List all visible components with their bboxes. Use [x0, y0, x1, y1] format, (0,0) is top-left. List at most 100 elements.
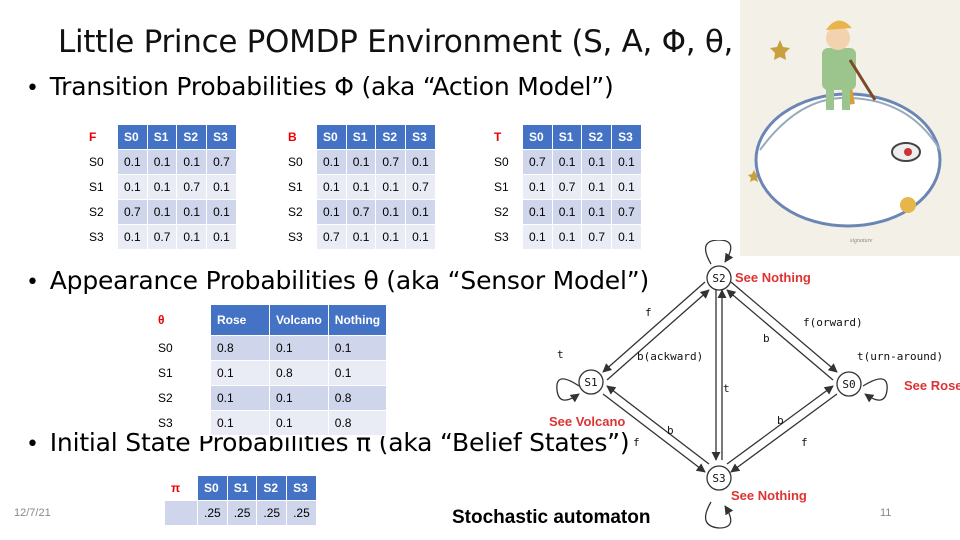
cell: 0.8 — [327, 385, 388, 411]
col-header: S1 — [551, 124, 583, 150]
cell: 0.7 — [146, 224, 178, 250]
cell: 0.1 — [269, 410, 329, 436]
footer-date: 12/7/21 — [14, 507, 51, 519]
cell: 0.1 — [345, 149, 377, 175]
cell: 0.1 — [551, 224, 583, 250]
bullet-dot: • — [26, 432, 39, 457]
table-row: S3 0.7 0.1 0.1 0.1 — [281, 224, 436, 250]
cell: 0.7 — [375, 149, 407, 175]
slide-title: Little Prince POMDP Environment (S, A, Φ… — [58, 24, 773, 60]
cell: 0.1 — [611, 149, 642, 175]
row-label: S3 — [151, 410, 211, 436]
edge-label: t(urn-around) — [857, 350, 943, 363]
col-header: S3 — [206, 124, 237, 150]
col-header: S2 — [375, 124, 407, 150]
col-header: S1 — [345, 124, 377, 150]
row-label: S0 — [151, 335, 211, 361]
table-row: S1 0.1 0.8 0.1 — [151, 360, 388, 386]
cell: 0.1 — [581, 149, 613, 175]
col-header: Nothing — [327, 304, 388, 336]
cell: 0.7 — [405, 174, 436, 200]
cell: 0.1 — [146, 199, 178, 225]
table-corner-label: B — [281, 124, 317, 150]
col-header: S3 — [611, 124, 642, 150]
cell: 0.1 — [206, 224, 237, 250]
edge-label: f(orward) — [803, 316, 863, 329]
table-row: S1 0.1 0.7 0.1 0.1 — [487, 174, 642, 200]
cell: 0.1 — [210, 360, 270, 386]
bullet-transition: • Transition Probabilities Φ (aka “Actio… — [26, 72, 614, 101]
observation-label-s3: See Nothing — [731, 488, 807, 503]
row-label: S1 — [487, 174, 523, 200]
cell: 0.8 — [327, 410, 388, 436]
prince-figure — [822, 20, 877, 110]
edge-label: f — [633, 436, 640, 449]
cell: 0.7 — [581, 224, 613, 250]
cell: 0.7 — [316, 224, 347, 250]
edge-label: t — [723, 382, 730, 395]
table-row: S2 0.1 0.1 0.8 — [151, 385, 388, 411]
svg-text:signature: signature — [850, 238, 873, 244]
cell: 0.1 — [316, 174, 347, 200]
state-label-s0: S0 — [842, 378, 855, 391]
cell: 0.1 — [327, 360, 388, 386]
cell: 0.7 — [206, 149, 237, 175]
table-row: S3 0.1 0.1 0.7 0.1 — [487, 224, 642, 250]
cell: 0.1 — [611, 174, 642, 200]
state-s0 — [836, 371, 862, 397]
edge-label: b — [763, 332, 770, 345]
col-header: S0 — [522, 124, 553, 150]
cell: 0.1 — [405, 199, 436, 225]
cell: .25 — [286, 500, 317, 526]
col-header: S3 — [286, 475, 317, 501]
edge-label: b — [777, 414, 784, 427]
cell: .25 — [226, 500, 258, 526]
cell: 0.1 — [327, 335, 388, 361]
cell: 0.1 — [316, 199, 347, 225]
sun — [900, 197, 916, 213]
row-label — [164, 500, 198, 526]
row-label: S0 — [281, 149, 317, 175]
bullet-dot: • — [26, 270, 39, 295]
col-header: S3 — [405, 124, 436, 150]
cell: 0.1 — [551, 149, 583, 175]
row-label: S1 — [281, 174, 317, 200]
stars — [748, 40, 790, 182]
row-label: S0 — [487, 149, 523, 175]
cell: 0.1 — [345, 174, 377, 200]
col-header: Rose — [210, 304, 270, 336]
table-corner-label: π — [164, 475, 198, 501]
table-row: S1 0.1 0.1 0.1 0.7 — [281, 174, 436, 200]
cell: 0.1 — [176, 199, 208, 225]
state-label-s1: S1 — [584, 376, 597, 389]
observation-label-s2: See Nothing — [735, 270, 811, 285]
row-label: S3 — [281, 224, 317, 250]
state-s1 — [578, 369, 604, 395]
cell: 0.1 — [210, 410, 270, 436]
cell: 0.1 — [146, 149, 178, 175]
cell: 0.1 — [210, 385, 270, 411]
row-label: S2 — [82, 199, 118, 225]
cell: 0.1 — [551, 199, 583, 225]
bullet-appearance: • Appearance Probabilities θ (aka “Senso… — [26, 266, 649, 295]
cell: .25 — [256, 500, 288, 526]
table-initial-belief: π S0 S1 S2 S3 .25 .25 .25 .25 — [164, 475, 317, 526]
little-prince-illustration: signature — [740, 0, 960, 256]
table-row: S2 0.7 0.1 0.1 0.1 — [82, 199, 237, 225]
cell: 0.7 — [117, 199, 148, 225]
row-label: S3 — [487, 224, 523, 250]
cell: 0.1 — [117, 224, 148, 250]
table-row: S3 0.1 0.7 0.1 0.1 — [82, 224, 237, 250]
col-header: S2 — [256, 475, 288, 501]
observation-label-s0: See Rose — [904, 378, 960, 393]
cell: 0.1 — [316, 149, 347, 175]
table-corner-label: F — [82, 124, 118, 150]
cell: 0.1 — [269, 335, 329, 361]
bullet-dot: • — [26, 76, 39, 101]
row-label: S1 — [151, 360, 211, 386]
state-label-s3: S3 — [712, 472, 725, 485]
col-header: S1 — [146, 124, 178, 150]
col-header: S0 — [117, 124, 148, 150]
cell: 0.1 — [375, 174, 407, 200]
row-label: S3 — [82, 224, 118, 250]
